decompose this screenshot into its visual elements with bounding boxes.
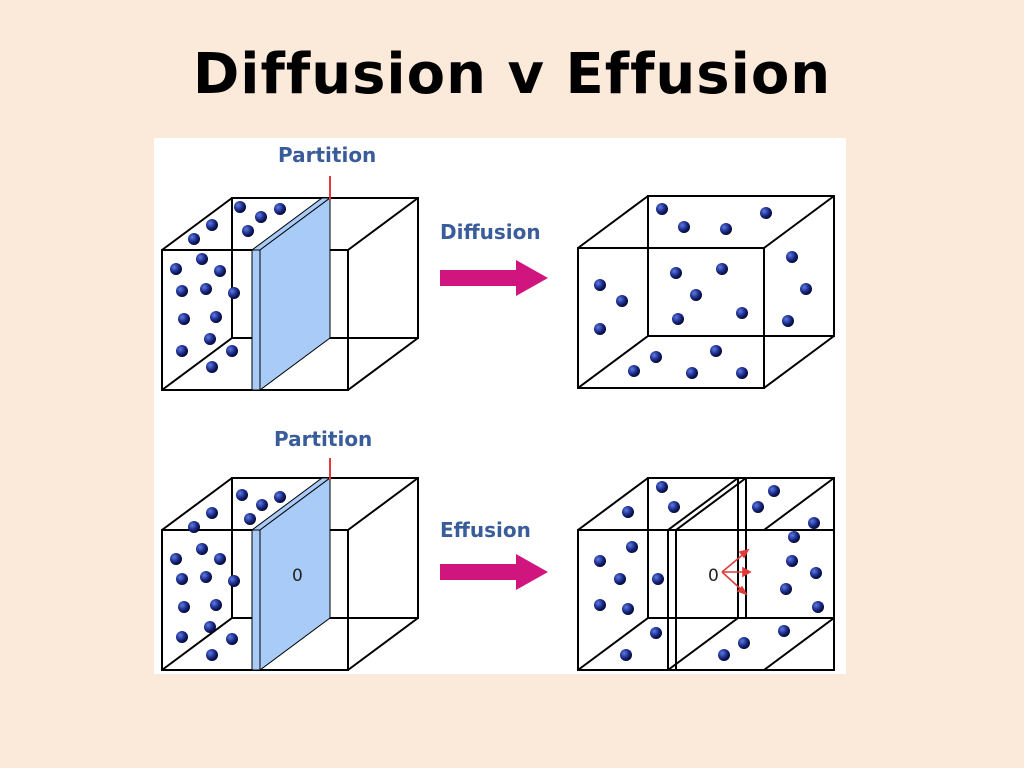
molecule xyxy=(594,599,606,611)
molecule xyxy=(810,567,822,579)
effusion-final-box xyxy=(577,477,835,671)
molecule xyxy=(214,265,226,277)
effusion-label: Effusion xyxy=(440,518,531,542)
molecule xyxy=(242,225,254,237)
molecule xyxy=(614,573,626,585)
molecule xyxy=(210,599,222,611)
molecule xyxy=(206,361,218,373)
diffusion-arrow xyxy=(440,260,548,296)
molecule xyxy=(204,621,216,633)
molecule xyxy=(178,313,190,325)
slide-title: Diffusion v Effusion xyxy=(192,42,832,107)
molecule xyxy=(594,323,606,335)
molecule xyxy=(210,311,222,323)
diffusion-effusion-diagram: Partition Diffusion xyxy=(154,138,846,674)
molecule xyxy=(226,345,238,357)
molecule xyxy=(686,367,698,379)
molecule xyxy=(228,287,240,299)
molecule xyxy=(768,485,780,497)
molecule xyxy=(188,521,200,533)
molecule xyxy=(256,499,268,511)
partition-hole-label: 0 xyxy=(292,566,303,586)
molecule xyxy=(690,289,702,301)
molecule xyxy=(812,601,824,613)
molecule xyxy=(786,555,798,567)
molecule xyxy=(274,491,286,503)
escape-hole-label: 0 xyxy=(708,566,719,586)
molecule xyxy=(672,313,684,325)
molecule xyxy=(788,531,800,543)
molecule xyxy=(234,201,246,213)
molecule xyxy=(200,283,212,295)
molecule xyxy=(188,233,200,245)
molecule xyxy=(738,637,750,649)
molecule xyxy=(718,649,730,661)
molecules-top-left xyxy=(170,201,286,373)
molecule xyxy=(204,333,216,345)
molecule xyxy=(170,553,182,565)
partition-top xyxy=(250,197,332,391)
molecule xyxy=(594,279,606,291)
diffusion-label: Diffusion xyxy=(440,220,541,244)
molecule xyxy=(736,307,748,319)
molecule xyxy=(170,263,182,275)
molecule xyxy=(808,517,820,529)
molecule xyxy=(176,631,188,643)
molecule xyxy=(274,203,286,215)
molecule xyxy=(800,283,812,295)
partition-label: Partition xyxy=(278,143,376,167)
molecule xyxy=(626,541,638,553)
molecule xyxy=(752,501,764,513)
molecule xyxy=(670,267,682,279)
molecule xyxy=(196,253,208,265)
molecule xyxy=(720,223,732,235)
molecule xyxy=(786,251,798,263)
molecule xyxy=(778,625,790,637)
molecule xyxy=(710,345,722,357)
molecule xyxy=(206,649,218,661)
molecule xyxy=(616,295,628,307)
molecule xyxy=(760,207,772,219)
molecule xyxy=(255,211,267,223)
molecule xyxy=(628,365,640,377)
molecule xyxy=(228,575,240,587)
molecules-bottom-left xyxy=(170,489,286,661)
molecule xyxy=(176,345,188,357)
partition-label: Partition xyxy=(274,427,372,451)
molecule xyxy=(594,555,606,567)
molecule xyxy=(656,481,668,493)
molecule xyxy=(652,573,664,585)
molecule xyxy=(780,583,792,595)
molecule xyxy=(206,219,218,231)
molecule xyxy=(200,571,212,583)
molecule xyxy=(782,315,794,327)
molecule xyxy=(716,263,728,275)
molecule xyxy=(656,203,668,215)
molecule xyxy=(226,633,238,645)
molecule xyxy=(668,501,680,513)
partition-bottom xyxy=(250,477,332,671)
molecule xyxy=(736,367,748,379)
molecule xyxy=(622,603,634,615)
molecule xyxy=(214,553,226,565)
molecule xyxy=(176,285,188,297)
molecule xyxy=(620,649,632,661)
molecule xyxy=(196,543,208,555)
molecule xyxy=(650,351,662,363)
molecule xyxy=(650,627,662,639)
escape-arrows xyxy=(721,548,752,596)
molecule xyxy=(206,507,218,519)
molecule xyxy=(178,601,190,613)
molecule xyxy=(244,513,256,525)
molecules-bottom-right xyxy=(594,481,824,661)
effusion-arrow xyxy=(440,554,548,590)
molecule xyxy=(622,506,634,518)
molecules-top-right xyxy=(594,203,812,379)
molecule xyxy=(678,221,690,233)
diffusion-final-box xyxy=(577,195,835,389)
molecule xyxy=(176,573,188,585)
molecule xyxy=(236,489,248,501)
